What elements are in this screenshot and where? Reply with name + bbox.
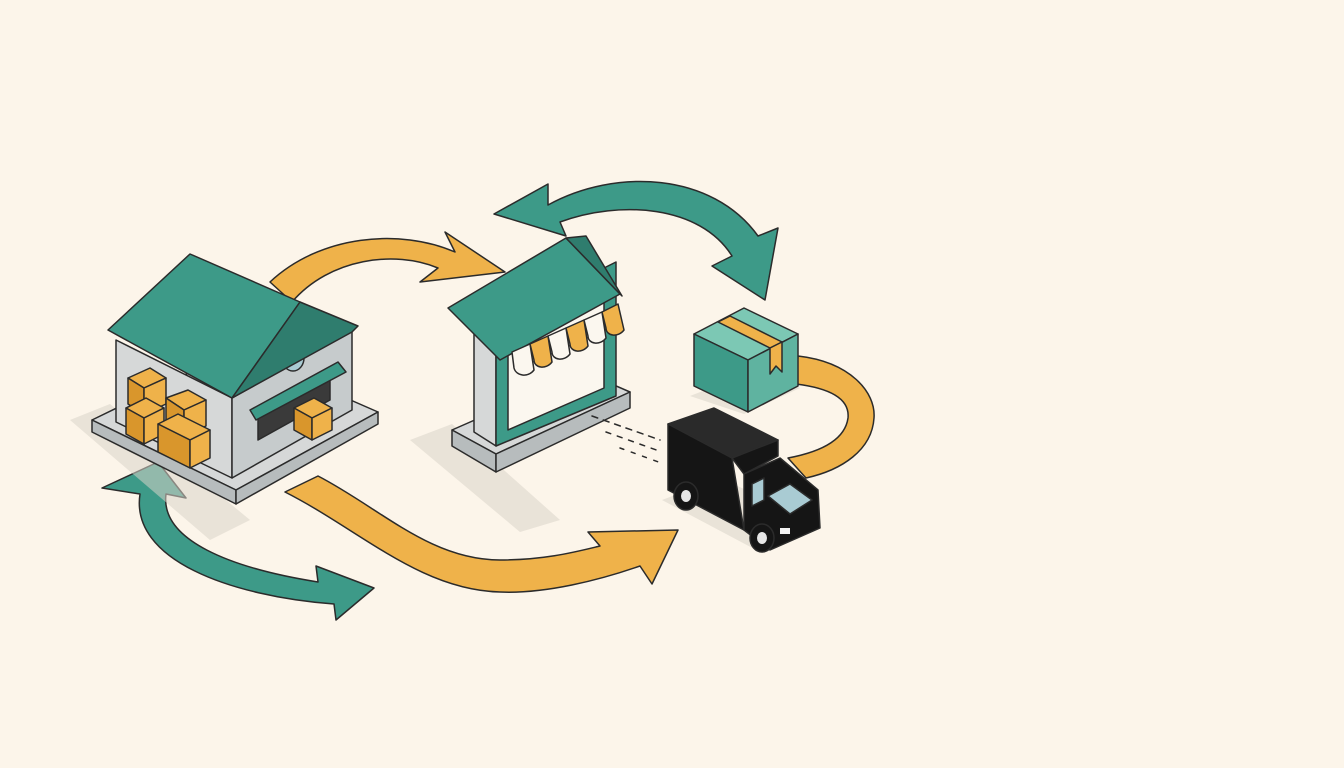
truck-wheel-icon	[749, 523, 775, 553]
truck-windshield	[767, 483, 813, 515]
motion-lines-icon	[591, 415, 665, 465]
curved-band-icon	[787, 355, 875, 479]
flow-warehouse-cycle	[101, 461, 375, 621]
curved-arrow-icon	[269, 231, 506, 303]
doorway-box-icon	[293, 397, 333, 441]
curved-arrow-icon	[101, 461, 375, 621]
parcel-node	[690, 307, 800, 414]
flow-warehouse-to-store	[269, 231, 506, 303]
door-awning	[249, 361, 347, 421]
flow-store-return	[493, 180, 779, 301]
striped-awning-icon	[511, 303, 625, 376]
flow-warehouse-to-truck	[284, 475, 679, 593]
stacked-boxes-icon	[125, 367, 211, 469]
flow-parcel-to-truck	[787, 355, 875, 479]
storefront-node	[410, 235, 631, 532]
truck-wheel-icon	[673, 481, 699, 511]
curved-arrow-icon	[284, 475, 679, 593]
truck-node	[591, 407, 821, 553]
curved-arrow-icon	[493, 180, 779, 301]
warehouse-node	[70, 253, 379, 540]
